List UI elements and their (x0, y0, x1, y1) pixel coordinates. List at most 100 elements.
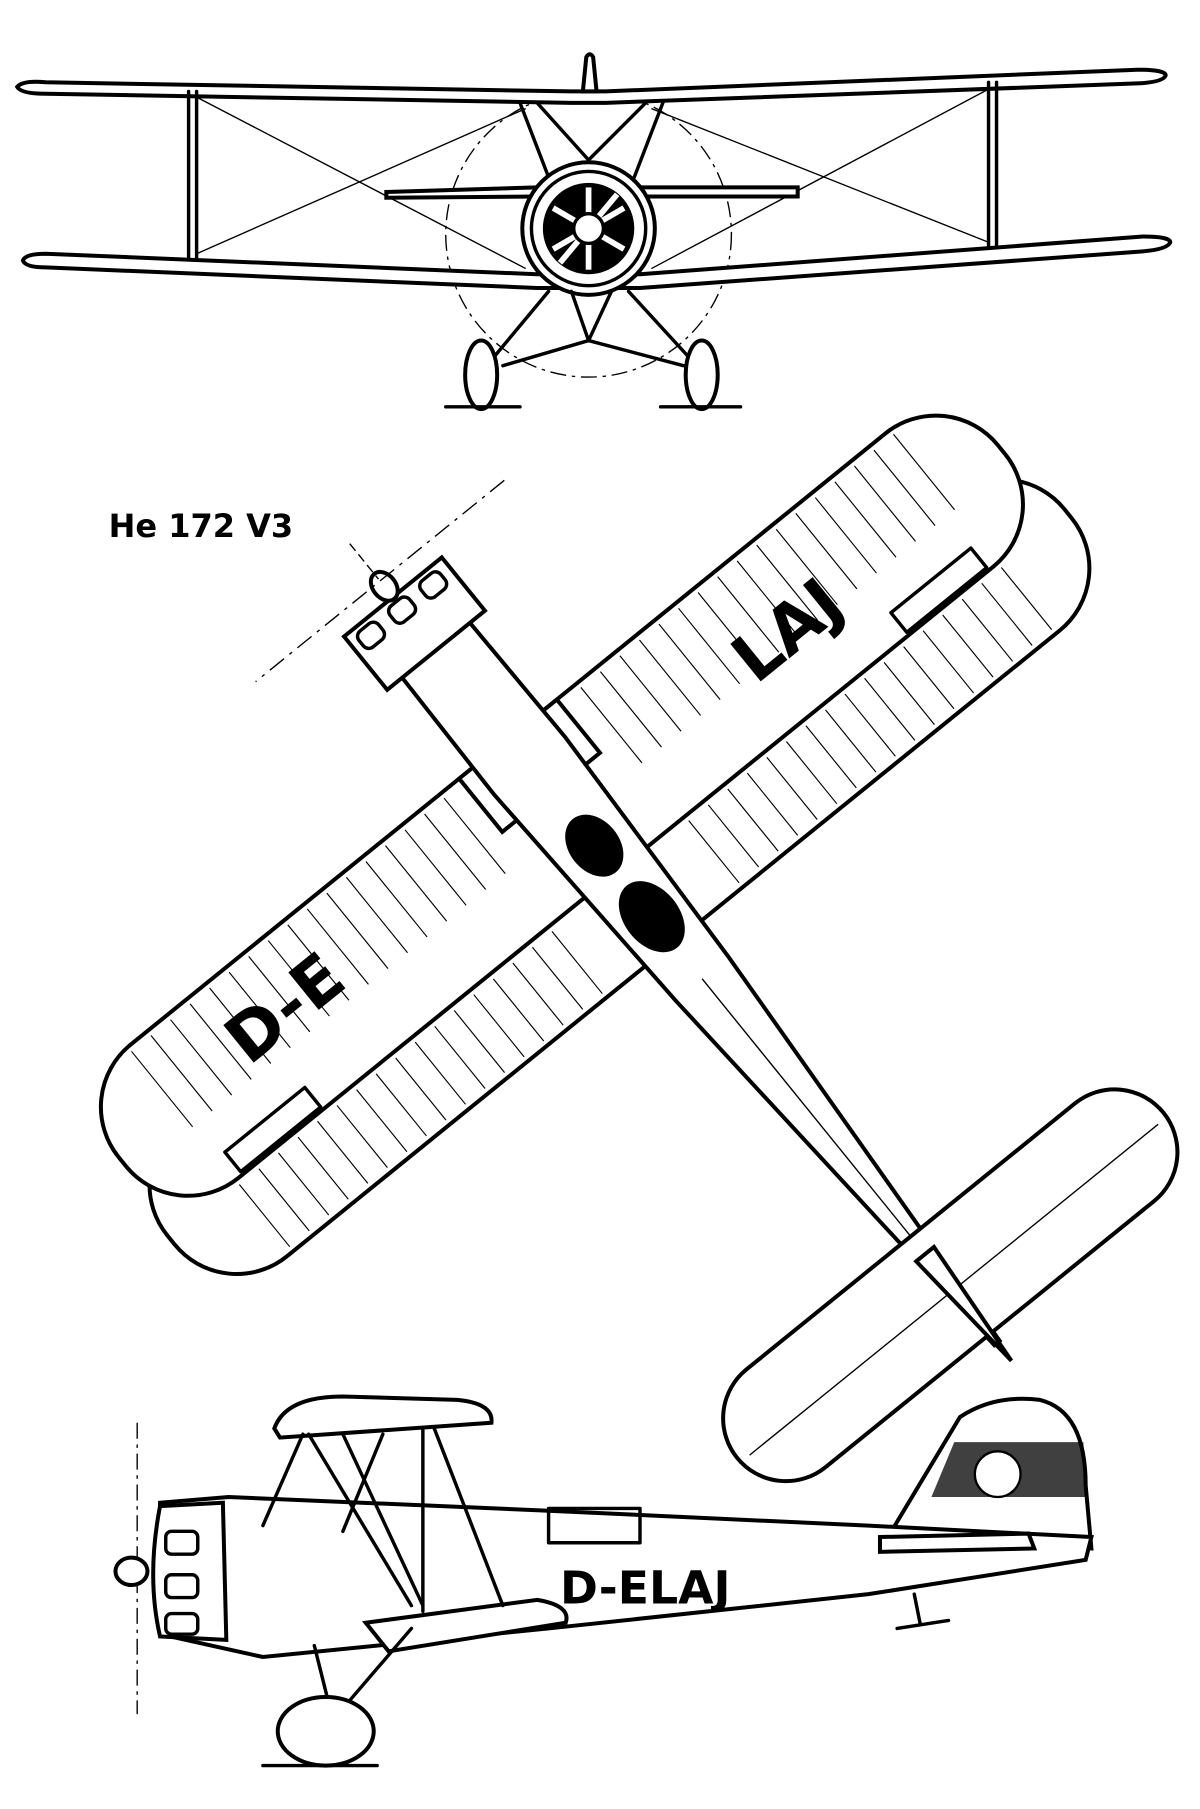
wing-rib (864, 677, 916, 741)
wing-rib (961, 598, 1014, 662)
side-upper-wing (272, 1394, 494, 1440)
wing-rib (424, 813, 487, 890)
wing-rib (317, 1120, 369, 1184)
front-lower-wing (20, 234, 1173, 290)
cylinder-head (355, 620, 387, 651)
cylinder-head (386, 595, 418, 625)
wing-rib (825, 709, 877, 773)
wing-rib (287, 924, 350, 1001)
side-spinner (113, 1555, 150, 1588)
wing-rib (258, 1168, 310, 1232)
side-cylinder (164, 1611, 200, 1636)
wing-rib (1000, 567, 1053, 631)
wing-rib (599, 671, 662, 748)
rear-cockpit (618, 881, 685, 953)
side-struts (261, 1426, 505, 1614)
wing-rib (922, 630, 974, 694)
wing-rib (736, 560, 799, 637)
fuselage-registration: D-ELAJ (560, 1561, 730, 1614)
wing-rib (551, 931, 603, 994)
wing-rib (345, 876, 408, 954)
wing-rib (639, 639, 702, 716)
wing-rib (697, 592, 760, 669)
front-wheel-left (463, 338, 500, 412)
wing-rib (717, 576, 780, 653)
wing-rib (395, 1057, 447, 1121)
wing-rib (238, 1184, 291, 1248)
wing-rib (727, 788, 779, 852)
side-engine (151, 1500, 229, 1642)
wing-rib (297, 1136, 349, 1200)
wing-rib (619, 655, 682, 732)
wing-rib (766, 756, 818, 820)
wing-rib (981, 582, 1033, 646)
wing-rib (883, 662, 935, 725)
wing-rib (336, 1105, 388, 1168)
side-fuselage (158, 1495, 1094, 1660)
wing-rib (942, 614, 994, 678)
wing-rib (434, 1025, 486, 1089)
wing-rib (248, 956, 311, 1033)
wing-rib (795, 513, 858, 590)
wing-rib (873, 449, 936, 526)
wing-rib (707, 804, 760, 868)
wing-ribs (131, 433, 1053, 1248)
aileron-right (889, 546, 989, 635)
wing-rib (170, 1019, 233, 1096)
spinner (368, 569, 400, 603)
propeller-hub (572, 211, 606, 246)
front-cockpit (565, 814, 624, 877)
wing-rib (414, 1041, 466, 1105)
propeller-line (255, 479, 505, 683)
side-cylinder (164, 1573, 200, 1600)
wing-rib (903, 646, 955, 710)
cowling-ring (529, 169, 648, 288)
side-lower-wing (361, 1597, 569, 1654)
wing-rib (326, 892, 389, 969)
front-view (14, 52, 1173, 412)
cylinder-head (418, 570, 449, 600)
wing-rib (814, 497, 877, 574)
tail-emblem (973, 1450, 1022, 1499)
wing-rib (189, 1003, 252, 1080)
wing-rib (853, 465, 916, 542)
wing-rib (678, 607, 741, 685)
wing-rib (785, 741, 838, 805)
bracing-wires (196, 88, 989, 270)
wing-rib (453, 1010, 506, 1074)
rear-cockpit-fairing (546, 1506, 642, 1545)
aileron-left (223, 1085, 323, 1174)
front-upper-wing (14, 67, 1168, 105)
side-view: D-ELAJ (113, 1394, 1094, 1768)
axis-line (349, 543, 380, 580)
wing-rib (531, 946, 584, 1010)
wing-rib (658, 623, 721, 700)
tail-ground-line (895, 1618, 951, 1631)
side-tailplane (877, 1531, 1038, 1554)
wing-rib (512, 962, 564, 1026)
wing-rib (356, 1089, 408, 1153)
wing-rib (277, 1152, 330, 1216)
wing-rib (473, 994, 525, 1058)
front-wheel-right (683, 338, 720, 412)
wing-rib (893, 433, 956, 511)
drawing-title: He 172 V3 (109, 507, 294, 545)
cabane-struts (518, 101, 665, 179)
wing-rib (844, 693, 896, 757)
wing-rib (228, 971, 291, 1049)
wing-rib (267, 940, 330, 1017)
wing-rib (688, 820, 740, 884)
wing-rib (805, 725, 857, 789)
wing-rib (375, 1073, 427, 1137)
wing-rib (746, 772, 799, 836)
tail-skid (912, 1592, 922, 1625)
front-fin (580, 52, 599, 94)
side-cylinder (164, 1529, 200, 1556)
side-wheel-spat (275, 1695, 376, 1768)
top-view: LAJ D-E (98, 413, 1180, 1484)
wing-rib (306, 908, 369, 985)
wing-rib (775, 528, 838, 606)
wing-rib (443, 797, 506, 875)
